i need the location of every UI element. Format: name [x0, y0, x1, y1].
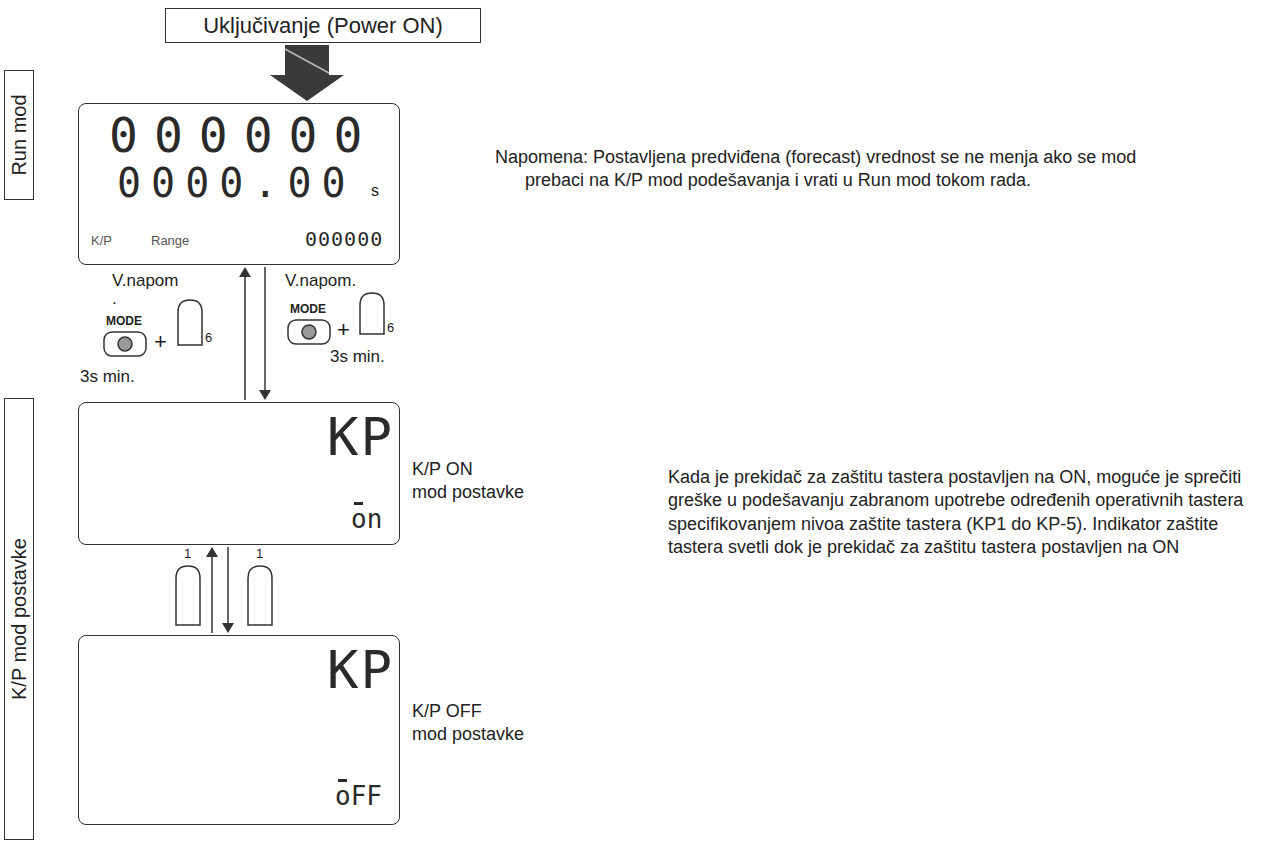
process-box: Uključivanje (Power ON): [165, 8, 481, 43]
block-arrow: [270, 45, 344, 101]
lcd-digits: KP: [327, 407, 394, 467]
mode-band: K/P mod postavke: [4, 398, 34, 840]
arrow-head: [222, 623, 234, 633]
label-text: +: [337, 316, 350, 345]
label-text: MODE: [290, 302, 326, 318]
label-text: mod postavke: [412, 481, 524, 504]
key-symbol: [176, 566, 200, 625]
node-text: Range: [151, 234, 189, 249]
label-text: V.napom.: [285, 270, 356, 292]
label-text: 3s min.: [80, 366, 135, 388]
label-text: mod postavke: [412, 723, 524, 746]
arrow-head: [239, 267, 251, 277]
node-text: Uključivanje (Power ON): [203, 13, 443, 38]
transition-arrow: [259, 267, 271, 400]
lcd-display: KP oFF: [78, 635, 400, 825]
mode-key-symbol: [288, 320, 330, 344]
arrow-head: [206, 547, 218, 557]
label-text: 6: [205, 330, 212, 347]
label-text: +: [154, 328, 167, 357]
node-text: Run mod: [8, 94, 31, 175]
label-text: 6: [387, 320, 394, 337]
transition-arrow: [239, 267, 251, 400]
arrow-head: [259, 390, 271, 400]
label-text: 3s min.: [330, 346, 385, 368]
label-text: .: [112, 288, 117, 310]
lcd-digits: 000000: [305, 228, 383, 251]
mode-key-symbol: [118, 337, 132, 351]
lcd-digits: KP: [327, 640, 394, 700]
lcd-digits: oFF: [335, 782, 382, 812]
key-symbol: [360, 293, 384, 334]
note-text: Kada je prekidač za zaštitu tastera post…: [668, 466, 1258, 560]
node-text: K/P mod postavke: [8, 538, 31, 700]
mode-key-symbol: [104, 332, 146, 356]
mode-key-symbol: [302, 325, 316, 339]
label-text: V.napom: [112, 270, 178, 292]
lcd-digits: 000000: [109, 108, 378, 163]
note-text: Napomena: Postavljena predviđena (foreca…: [495, 146, 1195, 193]
node-text: s: [371, 182, 379, 200]
transition-arrow: [206, 547, 218, 633]
lcd-display: KP on: [78, 402, 400, 545]
label-text: 1: [256, 546, 263, 563]
lcd-display: 0000000000.00sK/PRange000000: [78, 103, 400, 265]
mode-band: Run mod: [4, 70, 34, 200]
label-text: MODE: [106, 314, 142, 330]
node-text: K/P: [91, 234, 112, 249]
lcd-digits: 0000.00: [117, 160, 356, 206]
label-text: K/P ON: [412, 458, 473, 481]
lcd-digits: on: [351, 505, 382, 535]
key-symbol: [178, 300, 202, 345]
key-symbol: [248, 566, 272, 625]
label-text: K/P OFF: [412, 700, 482, 723]
transition-arrow: [222, 547, 234, 633]
label-text: 1: [184, 546, 191, 563]
